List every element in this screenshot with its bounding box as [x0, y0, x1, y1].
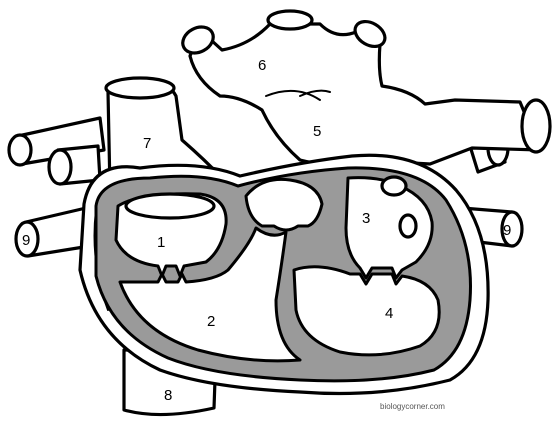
label-pulmonary-vessel-left-side: 9 — [22, 232, 30, 249]
credit-text: biologycorner.com — [380, 402, 445, 411]
label-superior-vena-cava: 7 — [143, 135, 151, 152]
label-right-ventricle: 2 — [207, 313, 215, 330]
label-left-ventricle: 4 — [385, 305, 393, 322]
label-aortic-branches: 6 — [258, 57, 266, 74]
label-aorta: 5 — [313, 123, 321, 140]
label-pulmonary-vessel-right-side: 9 — [503, 222, 511, 239]
label-inferior-vena-cava: 8 — [164, 387, 172, 404]
label-right-atrium: 1 — [157, 234, 165, 251]
label-left-atrium: 3 — [362, 210, 370, 227]
aorta-shape — [178, 11, 550, 164]
pulmonary-trunk-cavity — [246, 179, 322, 230]
